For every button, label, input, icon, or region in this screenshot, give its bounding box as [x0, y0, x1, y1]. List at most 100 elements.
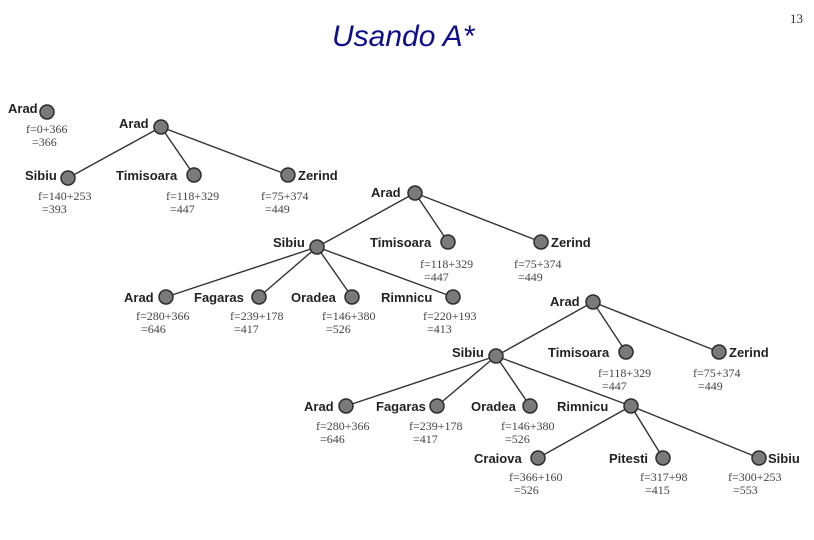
edge [67, 126, 162, 179]
f-total: =449 [265, 202, 290, 216]
edge [160, 126, 195, 176]
f-value: f=280+366 [316, 419, 370, 433]
node-label: Rimnicu [381, 290, 432, 305]
f-total: =415 [645, 483, 670, 497]
edge [316, 246, 454, 298]
stage4-tree: Arad Sibiu Timisoara f=118+329 =447 Zeri… [304, 294, 800, 497]
node-circle [338, 398, 354, 414]
f-value: f=366+160 [509, 470, 563, 484]
node-label: Oradea [471, 399, 517, 414]
f-total: =447 [170, 202, 195, 216]
stage3-tree: Arad Sibiu Timisoara f=118+329 =447 Zeri… [124, 185, 591, 336]
node-label: Zerind [729, 345, 769, 360]
node-label: Timisoara [370, 235, 432, 250]
edge [436, 355, 497, 407]
edge [414, 192, 542, 243]
node-circle [522, 398, 538, 414]
node-label: Sibiu [768, 451, 800, 466]
f-value: f=0+366 [26, 122, 68, 136]
edge [495, 355, 632, 407]
f-total: =449 [698, 379, 723, 393]
node-label: Sibiu [452, 345, 484, 360]
f-value: f=146+380 [501, 419, 555, 433]
node-label: Arad [371, 185, 401, 200]
edge [165, 246, 318, 298]
node-label: Arad [550, 294, 580, 309]
node-circle [618, 344, 634, 360]
edge [495, 301, 594, 357]
f-total: =646 [141, 322, 166, 336]
edge [592, 301, 720, 353]
f-value: f=239+178 [230, 309, 284, 323]
tree-edges [67, 126, 760, 459]
node-label: Fagaras [376, 399, 426, 414]
node-circle [440, 234, 456, 250]
edge [537, 405, 632, 459]
node-label: Craiova [474, 451, 522, 466]
node-circle [530, 450, 546, 466]
stage1-tree: Arad f=0+366 =366 [8, 101, 68, 149]
node-circle [533, 234, 549, 250]
f-value: f=146+380 [322, 309, 376, 323]
stage2-tree: Arad Sibiu f=140+253 =393 Timisoara f=11… [25, 116, 338, 216]
node-label: Fagaras [194, 290, 244, 305]
f-total: =447 [602, 379, 627, 393]
node-circle [623, 398, 639, 414]
node-circle [711, 344, 727, 360]
node-label: Zerind [298, 168, 338, 183]
f-total: =393 [42, 202, 67, 216]
edge [630, 405, 664, 459]
node-label: Timisoara [116, 168, 178, 183]
f-total: =413 [427, 322, 452, 336]
f-total: =449 [518, 270, 543, 284]
node-label: Arad [304, 399, 334, 414]
node-circle [445, 289, 461, 305]
edge [495, 355, 531, 407]
f-value: f=280+366 [136, 309, 190, 323]
node-circle [158, 289, 174, 305]
f-total: =417 [413, 432, 438, 446]
edge [592, 301, 627, 353]
f-total: =553 [733, 483, 758, 497]
f-value: f=317+98 [640, 470, 688, 484]
node-circle [655, 450, 671, 466]
f-total: =447 [424, 270, 449, 284]
f-value: f=118+329 [598, 366, 651, 380]
f-total: =646 [320, 432, 345, 446]
node-label: Arad [124, 290, 154, 305]
page-title: Usando A* [332, 20, 475, 53]
node-label: Sibiu [25, 168, 57, 183]
f-value: f=118+329 [420, 257, 473, 271]
edge [630, 405, 760, 459]
f-total: =366 [32, 135, 57, 149]
f-total: =526 [505, 432, 530, 446]
node-label: Arad [8, 101, 38, 116]
node-circle [309, 239, 325, 255]
f-total: =526 [326, 322, 351, 336]
f-value: f=140+253 [38, 189, 92, 203]
f-value: f=220+193 [423, 309, 477, 323]
node-circle [751, 450, 767, 466]
node-label: Pitesti [609, 451, 648, 466]
node-circle [488, 348, 504, 364]
edge [345, 355, 497, 407]
f-value: f=239+178 [409, 419, 463, 433]
node-circle [186, 167, 202, 183]
node-label: Oradea [291, 290, 337, 305]
node-circle [585, 294, 601, 310]
node-circle [280, 167, 296, 183]
node-circle [39, 104, 55, 120]
f-total: =526 [514, 483, 539, 497]
node-label: Sibiu [273, 235, 305, 250]
node-circle [153, 119, 169, 135]
node-circle [407, 185, 423, 201]
node-label: Zerind [551, 235, 591, 250]
edge [414, 192, 449, 243]
f-value: f=75+374 [514, 257, 562, 271]
edge [316, 192, 416, 248]
node-circle [344, 289, 360, 305]
edge [160, 126, 289, 176]
edge [316, 246, 353, 298]
node-label: Arad [119, 116, 149, 131]
